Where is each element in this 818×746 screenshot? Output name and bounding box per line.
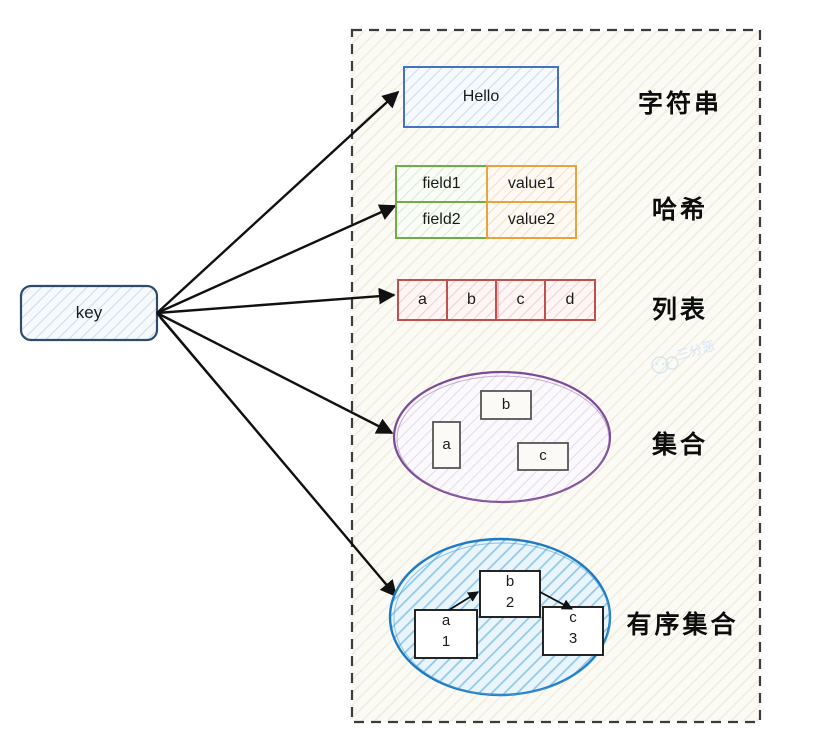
hash-table — [395, 165, 577, 239]
key-node[interactable] — [19, 284, 159, 342]
hash-cell-value-1 — [486, 201, 577, 239]
set-item-0-box — [432, 421, 461, 469]
hash-cell-field-0 — [395, 165, 488, 203]
list-cells — [397, 279, 596, 321]
arrow-to-zset-sketch — [159, 317, 399, 599]
zset-ellipse-sketch — [393, 542, 611, 696]
zset-member-2-box — [542, 606, 604, 656]
list-cell-1 — [446, 279, 497, 321]
set-item-2-box — [517, 442, 569, 471]
list-cell-3 — [544, 279, 596, 321]
zset-member-1-box — [479, 570, 541, 618]
set-ellipse-sketch — [396, 375, 610, 503]
list-cell-2 — [495, 279, 546, 321]
zset-arrow-1-2 — [539, 591, 573, 610]
arrow-to-string — [156, 90, 400, 314]
zset-member-0-box — [414, 609, 478, 659]
list-cell-0 — [397, 279, 448, 321]
watermark-icon — [651, 356, 679, 374]
zset-group — [388, 537, 612, 697]
zset-arrow-0-1 — [448, 591, 479, 611]
arrow-to-hash — [156, 204, 397, 315]
set-item-1-box — [480, 390, 532, 420]
arrow-to-list — [156, 287, 396, 315]
key-node-shape — [19, 284, 159, 342]
hash-cell-value-0 — [486, 165, 577, 203]
arrow-to-set — [156, 311, 394, 435]
set-group — [392, 370, 612, 504]
hash-cell-field-1 — [395, 201, 488, 239]
string-box-shape — [403, 66, 559, 128]
key-to-types-arrows — [156, 90, 400, 599]
string-box — [403, 66, 559, 128]
